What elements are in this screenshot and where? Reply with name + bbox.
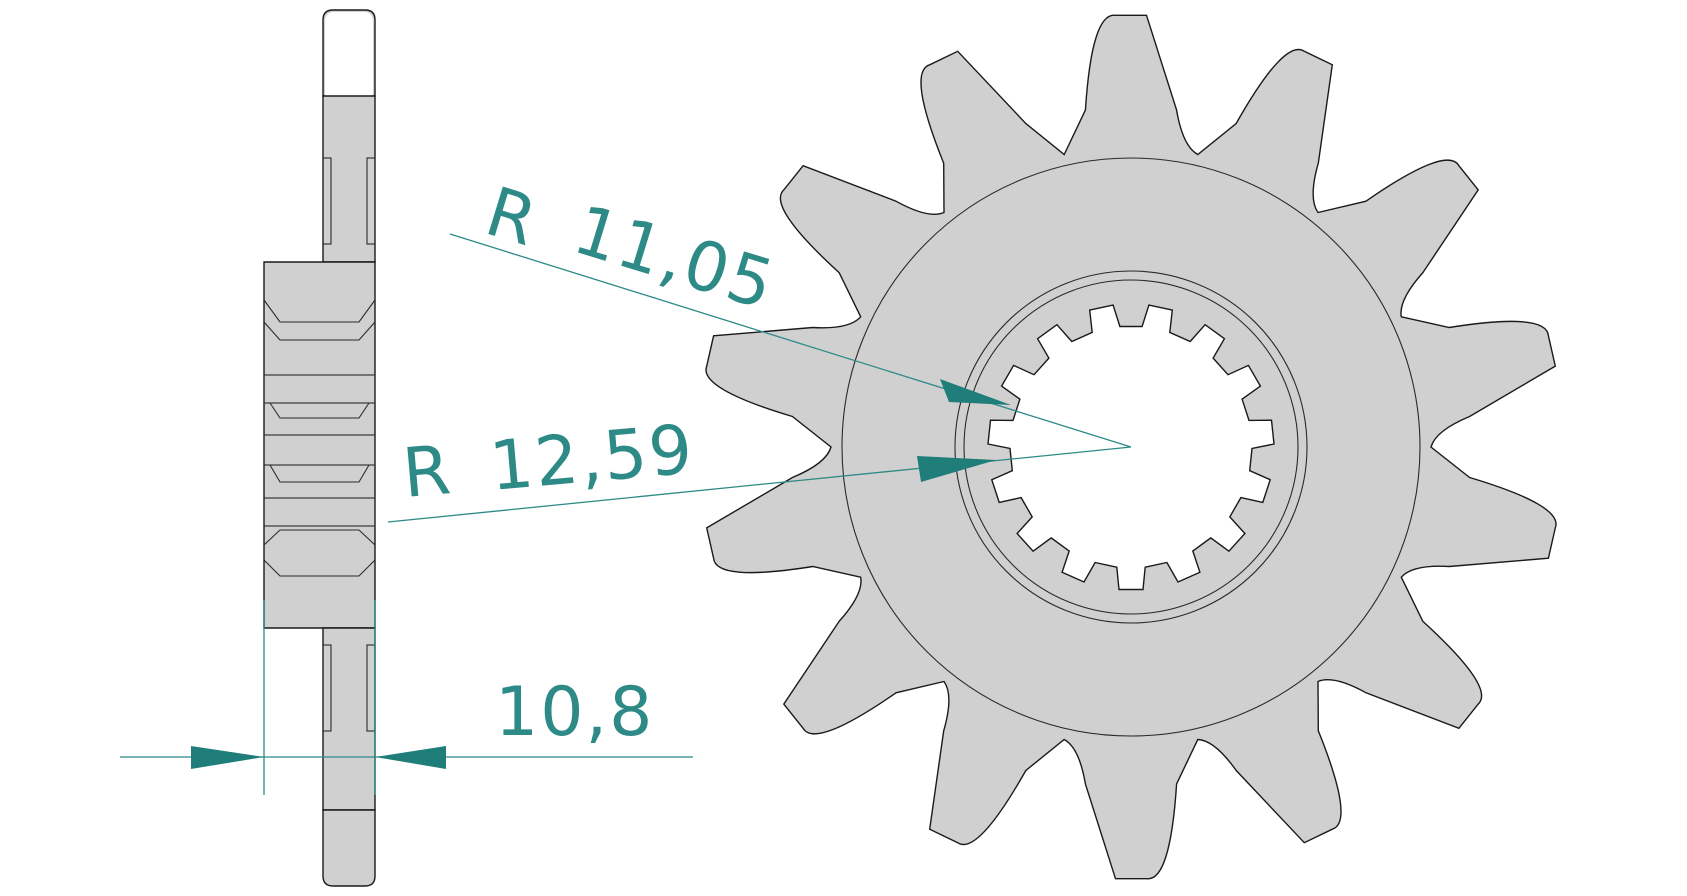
thickness-arrow-right-icon <box>375 746 446 769</box>
side-view-lower-slot-left <box>322 644 332 732</box>
side-view-upper-slot-right <box>366 157 376 245</box>
outer-radius-dimension: R 12,59 <box>387 410 1132 523</box>
side-view-upper-slot-left <box>322 157 332 245</box>
outer-radius-value-label: 12,59 <box>487 410 698 507</box>
side-view-top-tooth-cap <box>325 12 373 96</box>
pitch-circle <box>841 157 1421 737</box>
outer-radius-arrow-icon <box>917 456 996 482</box>
inner-radius-value-label: 11,05 <box>565 191 784 326</box>
side-view-bottom-tooth <box>322 809 376 887</box>
side-view-hub <box>263 261 376 629</box>
inner-radius-prefix-label: R <box>477 173 547 263</box>
thickness-arrow-left-icon <box>191 746 264 769</box>
outer-radius-prefix-label: R <box>400 431 456 514</box>
thickness-dimension: 10,8 <box>120 600 693 795</box>
inner-radius-arrow-icon <box>940 379 1011 405</box>
sprocket-side-view <box>263 9 376 887</box>
hub-outer-circle <box>954 270 1308 624</box>
hub-inner-circle <box>963 279 1299 615</box>
side-view-hub-splines <box>263 299 376 577</box>
thickness-value-label: 10,8 <box>495 673 654 752</box>
